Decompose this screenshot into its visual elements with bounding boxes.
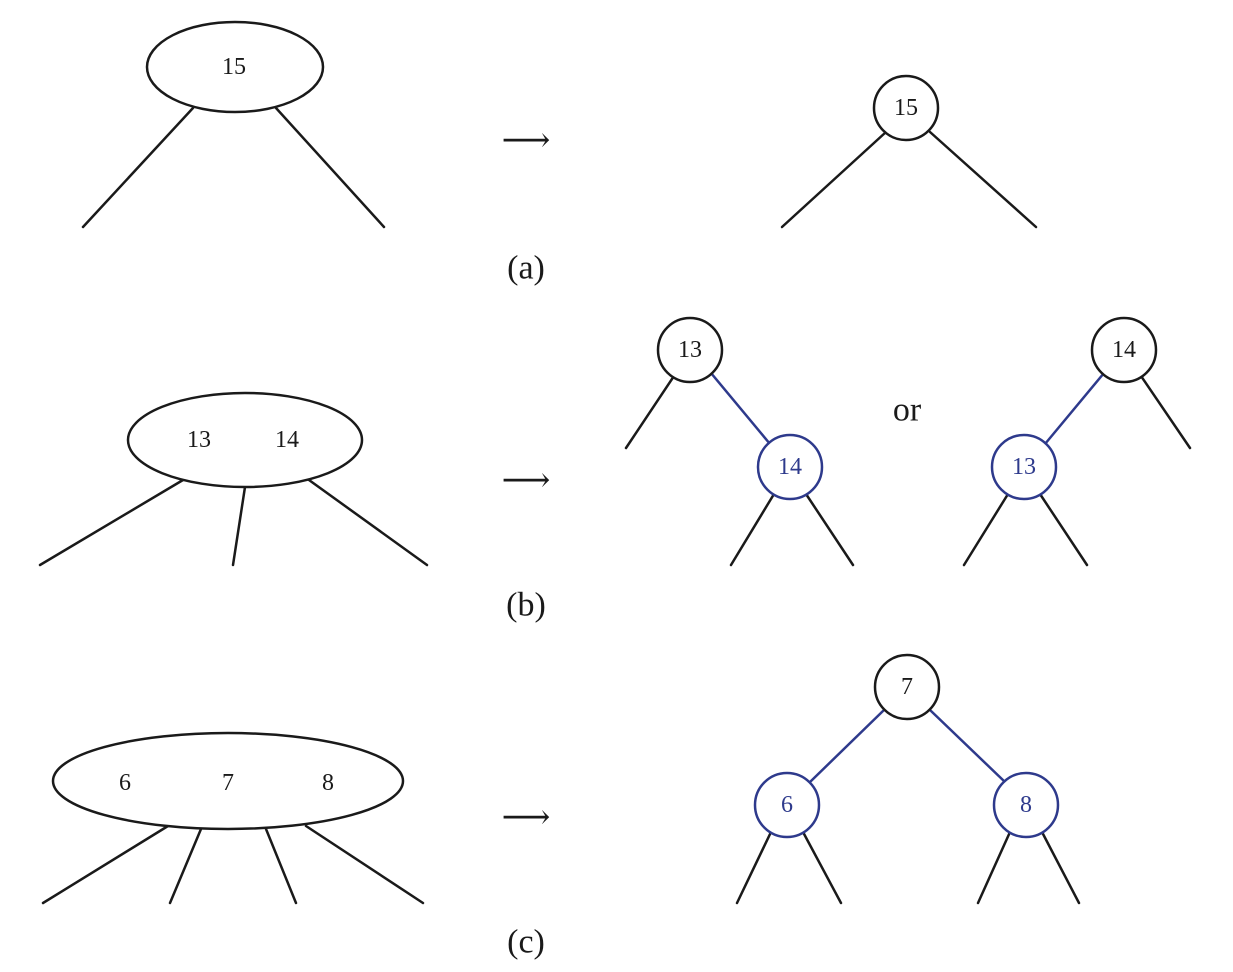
panel-b-btree-edge-middle <box>231 485 247 567</box>
panel-b-rb-variant-right: 14 13 <box>962 316 1192 567</box>
panel-c-caption: (c) <box>507 924 545 961</box>
panel-c-right-edge-left <box>976 830 1012 905</box>
panel-a-rb-root-node <box>872 74 940 142</box>
panel-c-rb-root-label: 7 <box>901 674 913 700</box>
panel-c-arrow: ⟶ <box>502 797 551 837</box>
panel-c-btree-edge-1 <box>41 824 170 905</box>
panel-c-rb-right-red-label: 8 <box>1020 792 1032 818</box>
panel-a-rb-edge-left <box>780 130 888 229</box>
panel-c-red-link-right <box>928 708 1007 784</box>
panel-c-btree-key-2: 7 <box>222 770 234 796</box>
panel-b-rb-variant-left: 13 14 <box>624 316 855 567</box>
panel-b-right-child-edge-left <box>962 492 1010 567</box>
panel-c-btree-key-1: 6 <box>119 770 131 796</box>
panel-c-rb-right-red-node <box>992 771 1060 839</box>
panel-a-btree-key-1: 15 <box>222 54 246 80</box>
panel-b-caption: (b) <box>506 587 546 624</box>
panel-b-right-red-link <box>1043 371 1106 446</box>
panel-b-right-red-label: 13 <box>1012 454 1036 480</box>
panel-b-right-red-node <box>990 433 1058 501</box>
panel-a-btree-ellipse <box>145 20 325 114</box>
panel-b-btree-edge-left <box>38 478 185 567</box>
panel-a-rb-edge-right <box>928 130 1038 229</box>
panel-c-btree-node: 6 7 8 <box>41 731 425 905</box>
panel-c-btree-ellipse <box>51 731 405 831</box>
panel-a-rb-tree: 15 <box>780 74 1038 229</box>
panel-b-arrow: ⟶ <box>502 460 551 500</box>
panel-c-btree-edge-2 <box>168 827 203 905</box>
panel-b-left-red-link <box>709 371 772 446</box>
panel-c-rb-root-node <box>873 653 941 721</box>
panel-b-left-root-edge-left <box>624 374 676 450</box>
panel-b-btree-node: 13 14 <box>38 391 429 567</box>
panel-a: 15 ⟶ 15 (a) <box>81 20 1038 287</box>
panel-b-left-root-label: 13 <box>678 337 702 363</box>
panel-a-btree-edge-left <box>81 106 195 229</box>
panel-a-btree-edge-right <box>274 106 386 229</box>
panel-c-btree-key-3: 8 <box>322 770 334 796</box>
panel-b-right-child-edge-right <box>1038 492 1089 567</box>
panel-c-left-edge-right <box>801 830 843 905</box>
panel-b-right-root-label: 14 <box>1112 337 1136 363</box>
panel-c-left-edge-left <box>735 830 773 905</box>
panel-b-btree-key-2: 14 <box>275 427 299 453</box>
panel-c-btree-edge-4 <box>304 824 425 905</box>
panel-b-left-red-label: 14 <box>778 454 802 480</box>
panel-b-left-child-edge-left <box>729 492 776 567</box>
panel-b-left-child-edge-right <box>804 492 855 567</box>
or-label: or <box>893 392 922 429</box>
panel-b-btree-key-1: 13 <box>187 427 211 453</box>
panel-b-right-root-node <box>1090 316 1158 384</box>
panel-a-caption: (a) <box>507 250 545 287</box>
panel-b-btree-edge-right <box>307 478 429 567</box>
panel-c-rb-left-red-label: 6 <box>781 792 793 818</box>
panel-b-right-root-edge-right <box>1139 374 1192 450</box>
panel-b-btree-ellipse <box>126 391 364 489</box>
panel-b-left-root-node <box>656 316 724 384</box>
panel-c-rb-left-red-node <box>753 771 821 839</box>
panel-c-btree-edge-3 <box>264 827 298 905</box>
panel-b-left-red-node <box>756 433 824 501</box>
panel-c-red-link-left <box>808 708 886 784</box>
panel-b: 13 14 ⟶ 13 14 or 14 13 (b) <box>38 316 1192 624</box>
panel-c: 6 7 8 ⟶ 7 6 8 (c) <box>41 653 1081 961</box>
panel-a-arrow: ⟶ <box>502 120 551 160</box>
panel-c-right-edge-right <box>1040 830 1081 905</box>
panel-a-rb-root-label: 15 <box>894 95 918 121</box>
panel-c-rb-tree: 7 6 8 <box>735 653 1081 905</box>
panel-a-btree-node: 15 <box>81 20 386 229</box>
